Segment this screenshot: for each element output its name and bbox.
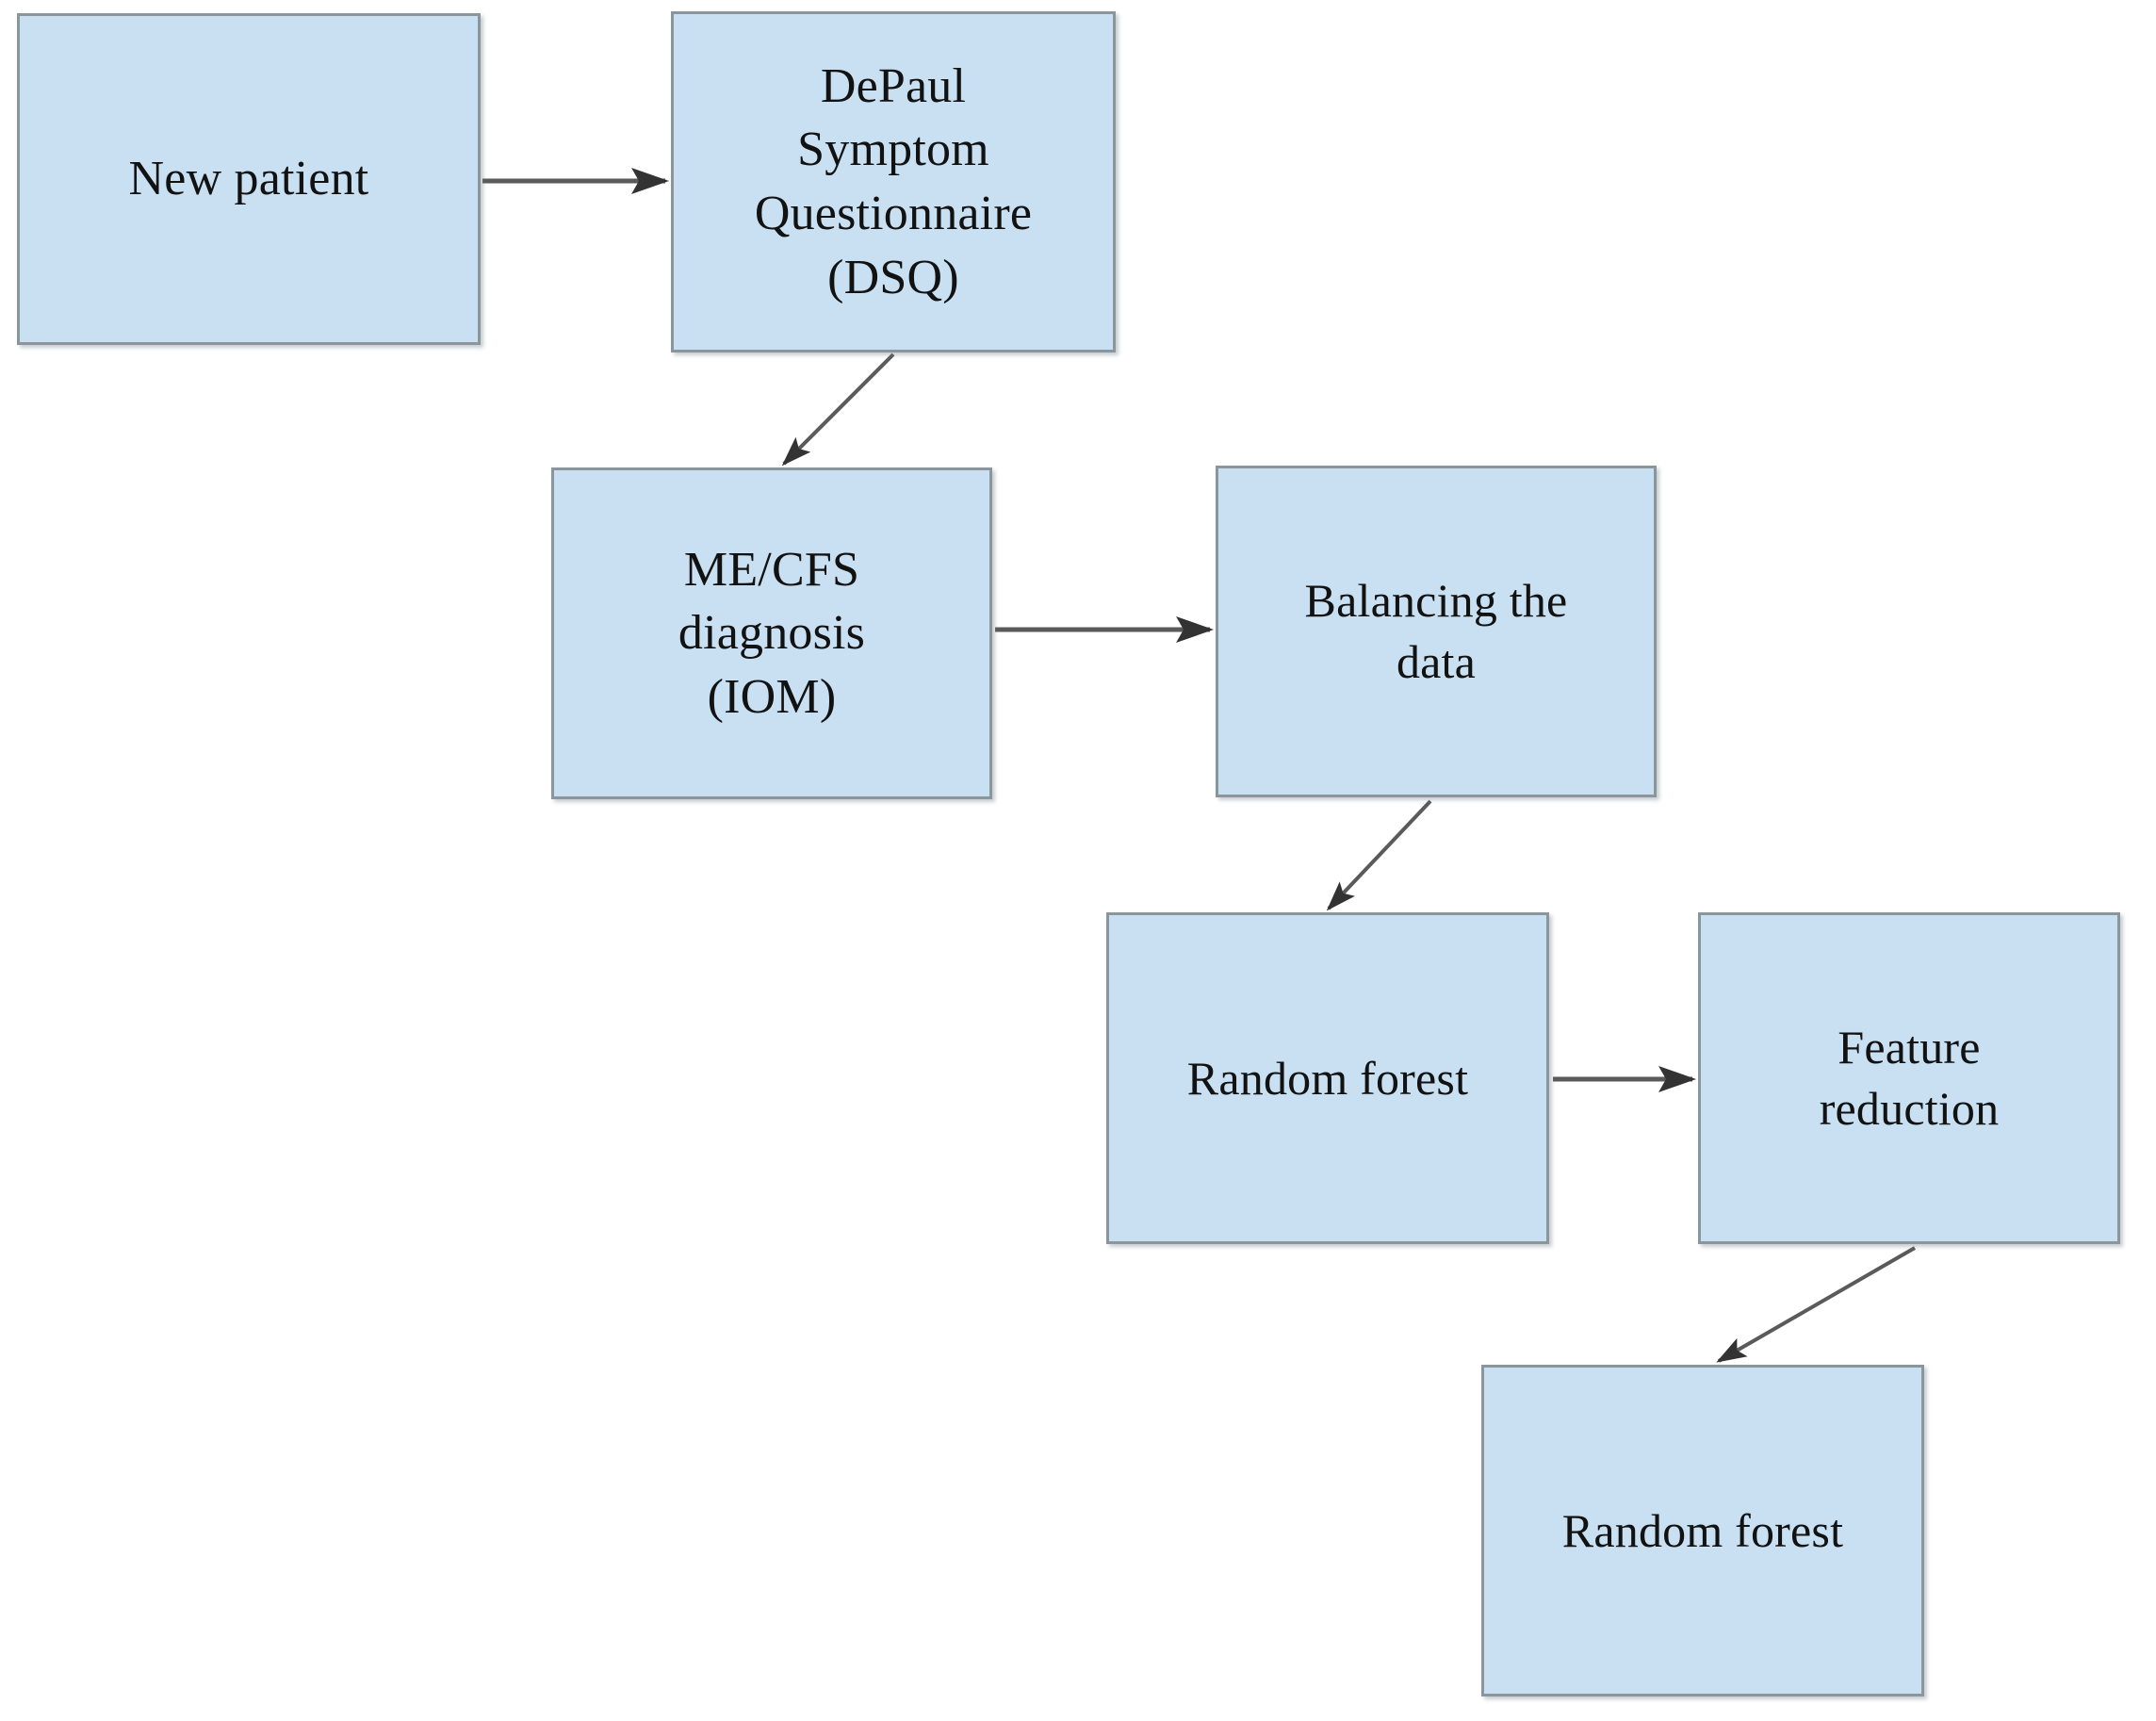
edge-feature-reduction-to-random-forest-2 bbox=[1716, 1246, 1916, 1363]
node-label-me-cfs-diagnosis: ME/CFS diagnosis (IOM) bbox=[678, 542, 866, 724]
node-label-new-patient: New patient bbox=[128, 152, 369, 206]
node-dsq[interactable]: DePaul Symptom Questionnaire (DSQ) bbox=[671, 11, 1116, 352]
node-feature-reduction[interactable]: Feature reduction bbox=[1698, 912, 2120, 1244]
edge-balancing-data-to-random-forest-1 bbox=[1326, 799, 1432, 911]
node-me-cfs-diagnosis[interactable]: ME/CFS diagnosis (IOM) bbox=[551, 467, 992, 799]
node-random-forest-2[interactable]: Random forest bbox=[1481, 1365, 1924, 1696]
node-label-random-forest-2: Random forest bbox=[1561, 1503, 1844, 1557]
node-random-forest-1[interactable]: Random forest bbox=[1106, 912, 1549, 1244]
node-label-balancing-data: Balancing the data bbox=[1304, 574, 1568, 688]
node-label-dsq: DePaul Symptom Questionnaire (DSQ) bbox=[754, 58, 1033, 304]
edge-dsq-to-me-cfs-diagnosis bbox=[781, 352, 895, 467]
node-label-feature-reduction: Feature reduction bbox=[1819, 1021, 2000, 1135]
node-label-random-forest-1: Random forest bbox=[1186, 1051, 1469, 1105]
node-balancing-data[interactable]: Balancing the data bbox=[1216, 466, 1657, 797]
node-new-patient[interactable]: New patient bbox=[17, 13, 481, 345]
